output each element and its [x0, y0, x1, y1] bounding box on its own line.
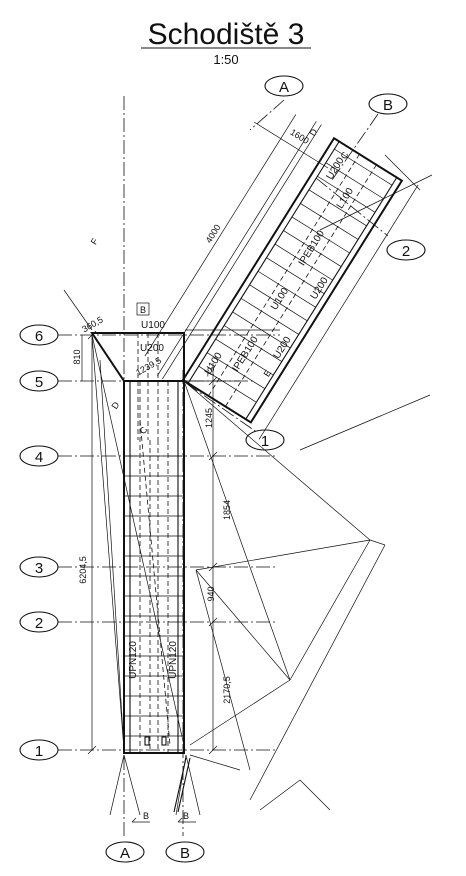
svg-text:B: B: [180, 845, 190, 862]
svg-text:D: D: [307, 127, 319, 138]
svg-text:1: 1: [35, 743, 43, 760]
member-label-upn120a: UPN120: [128, 641, 139, 679]
upper-flight-treads: [198, 148, 393, 403]
axis-bubble-a-top: A: [264, 75, 304, 97]
svg-text:B: B: [383, 97, 393, 114]
svg-text:C: C: [338, 150, 350, 161]
section-marker-d-lower: D: [109, 400, 121, 411]
axis-bubble-2: 2: [19, 611, 59, 633]
section-marker-c-lower: C: [137, 425, 149, 436]
axis-bubble-1-diagonal: 1: [245, 429, 285, 451]
svg-text:4: 4: [35, 449, 43, 466]
section-marker-e: E: [262, 368, 274, 378]
svg-text:A: A: [279, 79, 289, 96]
axis-bubble-4: 4: [19, 445, 59, 467]
svg-text:2: 2: [402, 243, 410, 260]
member-label-u200d: U200: [140, 343, 164, 354]
grid-line-b-diagonal: [331, 113, 379, 181]
upper-flight-frame: [181, 136, 404, 424]
lower-flight-frame: [123, 380, 185, 754]
dim-line-4000: [144, 114, 297, 357]
grid-line-2-diagonal: [315, 177, 389, 237]
axis-bubble-a-bottom: A: [105, 841, 145, 863]
dim-360-5: 360,5: [80, 314, 105, 334]
drawing-title: Schodiště 3: [148, 18, 305, 51]
grid-line-1-diagonal: [185, 382, 259, 434]
axis-bubble-3: 3: [19, 556, 59, 578]
svg-text:5: 5: [35, 374, 43, 391]
dim-6204-5: 6204,5: [78, 556, 88, 584]
walking-line: [139, 419, 171, 746]
dim-4000: 4000: [204, 223, 223, 245]
dim-940: 940: [206, 586, 216, 601]
svg-text:1: 1: [261, 433, 269, 450]
grid-line-a-diagonal: [249, 99, 285, 131]
svg-text:C: C: [137, 425, 149, 436]
lower-flight-treads: [124, 455, 184, 737]
member-label-u100c: U100: [141, 320, 165, 331]
axis-bubble-2-diagonal: 2: [386, 239, 426, 261]
axis-bubble-b-top: B: [368, 93, 408, 115]
axis-bubble-5: 5: [19, 370, 59, 392]
drawing-scale: 1:50: [213, 52, 238, 67]
svg-text:3: 3: [35, 560, 43, 577]
svg-text:B: B: [143, 811, 149, 821]
svg-text:B: B: [140, 305, 146, 315]
dim-1854: 1854: [222, 500, 232, 520]
axis-bubble-1: 1: [19, 739, 59, 761]
member-label-ipeb100a: IPEB100: [297, 228, 327, 268]
landing-edge-line: [63, 289, 93, 331]
axis-bubble-b-bottom: B: [165, 841, 205, 863]
landing: U100 U200 360,5 810 1239,5: [72, 314, 185, 440]
dim-73: 73: [206, 367, 216, 377]
section-marker-b-bottom-left: B: [131, 811, 150, 823]
svg-text:2: 2: [35, 615, 43, 632]
section-marker-c-top: C: [338, 150, 350, 161]
upper-flight: L100 IPEB100 U100 IPEB100 U100 U200 U200…: [144, 114, 419, 440]
svg-text:D: D: [109, 400, 121, 411]
section-marker-d-top: D: [307, 127, 319, 138]
lower-flight: UPN120 UPN120: [123, 380, 185, 754]
svg-text:A: A: [120, 845, 130, 862]
section-marker-b-top: B: [136, 302, 150, 316]
section-marker-f: F: [89, 236, 101, 246]
axis-bubble-6: 6: [19, 324, 59, 346]
projection-lines: [91, 154, 433, 816]
section-marker-b-bottom-right: B: [177, 811, 196, 823]
dim-1600: 1600: [288, 127, 310, 146]
svg-text:E: E: [262, 368, 274, 378]
member-label-ipeb100b: IPEB100: [231, 334, 261, 374]
svg-text:B: B: [183, 811, 189, 821]
dim-810: 810: [72, 349, 82, 364]
dim-line-1600: [253, 121, 329, 169]
member-label-upn120b: UPN120: [168, 641, 179, 679]
dim-1245: 1245: [204, 408, 214, 428]
svg-text:F: F: [89, 236, 101, 246]
dim-2170-5: 2170,5: [222, 676, 232, 704]
svg-text:6: 6: [35, 328, 43, 345]
